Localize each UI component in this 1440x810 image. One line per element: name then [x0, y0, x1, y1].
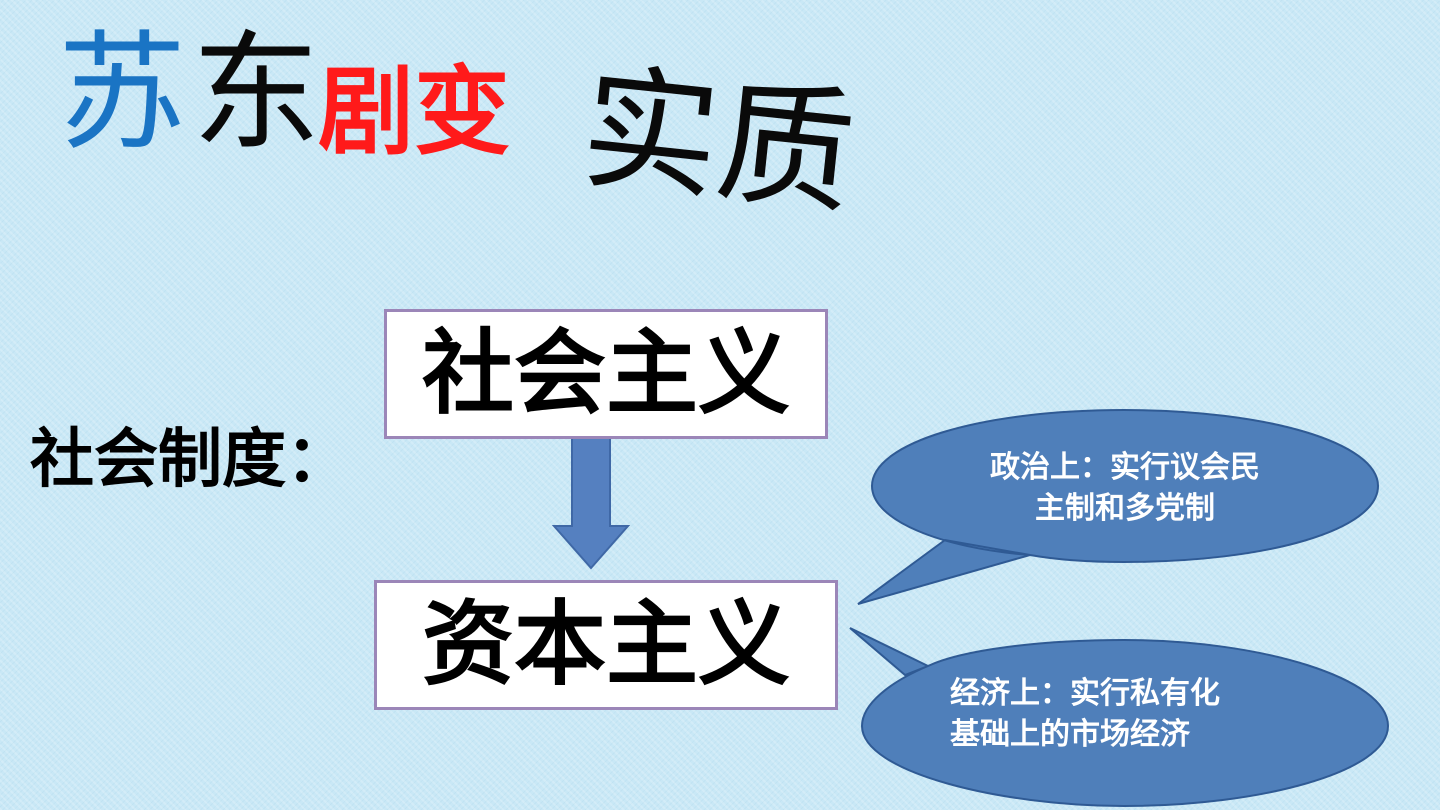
down-arrow-icon: [551, 423, 631, 570]
capitalism-box: 资本主义: [374, 580, 838, 710]
politics-bubble: [857, 408, 1380, 605]
politics-line-1: 政治上：实行议会民: [990, 450, 1260, 485]
politics-bubble-text: 政治上：实行议会民 主制和多党制: [930, 448, 1320, 529]
title-su: 苏: [58, 19, 187, 168]
economy-line-2: 基础上的市场经济: [950, 716, 1190, 752]
socialism-box: 社会主义: [384, 309, 828, 439]
economy-bubble-text: 经济上：实行私有化 基础上的市场经济: [950, 674, 1290, 755]
social-system-label: 社会制度：: [30, 423, 350, 497]
title-jubian: 剧变: [318, 56, 510, 168]
economy-line-1: 经济上：实行私有化: [950, 676, 1220, 711]
economy-bubble: [849, 627, 1390, 808]
politics-line-2: 主制和多党制: [1035, 490, 1215, 526]
title-dong: 东: [192, 19, 321, 168]
